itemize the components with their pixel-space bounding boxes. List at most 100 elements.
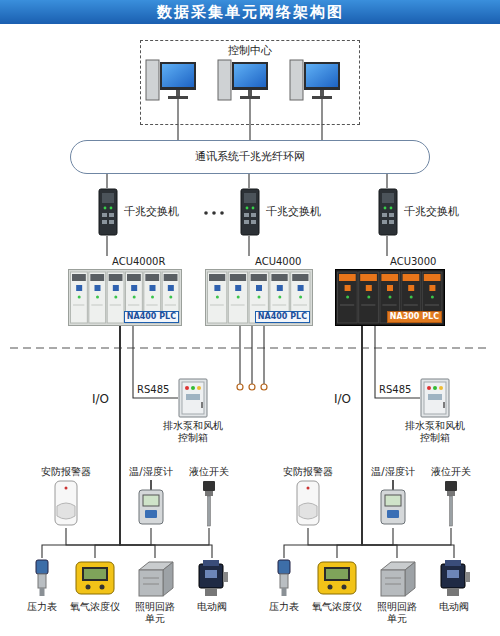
connector-line <box>95 326 120 558</box>
rect-shape <box>102 213 107 217</box>
terminal-wires <box>237 326 267 390</box>
rect-shape <box>345 285 351 291</box>
rect-shape <box>338 272 358 323</box>
sensor-node: 温/湿度计 <box>367 466 419 528</box>
circle-shape <box>328 585 333 590</box>
rect-shape <box>99 189 117 235</box>
bus-label: I/O <box>334 392 351 406</box>
control-cabinet-node: 排水泵和风机 控制箱 <box>420 378 450 418</box>
circle-shape <box>96 296 99 299</box>
oxygen-meter-icon <box>73 558 117 598</box>
line-shape <box>110 305 121 306</box>
band-label: 通讯系统千兆光纤环网 <box>71 150 429 164</box>
line-shape <box>385 584 401 585</box>
path-shape <box>299 503 317 519</box>
plc-model-label: ACU4000R <box>112 256 165 268</box>
rect-shape <box>381 490 405 524</box>
fiber-ring-band: 通讯系统千兆光纤环网 <box>70 140 430 174</box>
rect-shape <box>403 274 420 281</box>
connector-line <box>284 326 362 558</box>
rect-shape <box>251 220 256 224</box>
sensor-label: 安防报警器 <box>280 466 336 478</box>
circle-shape <box>384 207 387 210</box>
connector-line <box>248 236 249 256</box>
alarm-detector-icon <box>51 480 81 528</box>
line-shape <box>263 326 264 384</box>
rect-shape <box>102 220 107 224</box>
rect-shape <box>379 189 397 235</box>
rect-shape <box>324 567 350 581</box>
line-shape <box>251 326 252 384</box>
level-switch-icon <box>436 480 466 528</box>
rect-shape <box>271 274 287 281</box>
line-shape <box>201 402 203 408</box>
switch-icon <box>378 188 398 236</box>
line-shape <box>425 305 439 306</box>
switch-label: 千兆交换机 <box>404 205 478 219</box>
circle-shape <box>367 296 370 299</box>
circle-shape <box>104 207 107 210</box>
rect-shape <box>150 285 156 291</box>
switch-node: 千兆交换机 <box>378 188 478 236</box>
line-shape <box>177 99 178 125</box>
device-label: 压力表 <box>22 601 62 613</box>
rect-shape <box>389 213 394 217</box>
device-label: 照明回路 单元 <box>132 601 178 625</box>
line-shape <box>340 305 354 306</box>
rect-shape <box>208 496 211 526</box>
rect-shape <box>214 285 220 291</box>
line-shape <box>143 584 159 585</box>
line-shape <box>443 402 445 408</box>
sensor-label: 安防报警器 <box>38 466 94 478</box>
rect-shape <box>278 560 290 574</box>
circle-shape <box>114 296 117 299</box>
alarm-detector-icon <box>293 480 323 528</box>
control-cabinet-icon <box>420 378 450 418</box>
rect-shape <box>95 285 101 291</box>
rect-shape <box>312 96 332 99</box>
circle-shape <box>110 207 113 210</box>
rect-shape <box>228 272 247 323</box>
rect-shape <box>326 569 348 579</box>
computer-icon <box>290 60 340 125</box>
rect-shape <box>277 285 283 291</box>
circle-shape <box>237 296 240 299</box>
field-device-node: 照明回路 单元 <box>132 558 178 630</box>
rect-shape <box>186 394 200 400</box>
rect-shape <box>251 274 267 281</box>
switch-node: 千兆交换机 <box>98 188 198 236</box>
circle-shape <box>237 384 243 390</box>
sensor-node: 安防报警器 <box>38 466 94 528</box>
pressure-gauge-icon <box>26 558 58 598</box>
rect-shape <box>55 481 77 525</box>
title-banner: 数据采集单元网络架构图 <box>0 0 500 24</box>
circle-shape <box>212 211 216 215</box>
rect-shape <box>447 570 459 578</box>
rect-shape <box>203 560 219 566</box>
rect-shape <box>223 572 228 582</box>
rect-shape <box>162 64 194 87</box>
circle-shape <box>252 207 255 210</box>
sensor-label: 温/湿度计 <box>125 466 177 478</box>
rect-shape <box>209 274 225 281</box>
control-cabinet-node: 排水泵和风机 控制箱 <box>178 378 208 418</box>
rect-shape <box>208 272 227 323</box>
rect-shape <box>366 285 372 291</box>
thermo-hygrometer-icon <box>136 480 166 528</box>
plc-badge: NA300 PLC <box>387 311 442 323</box>
plc-model-label: ACU3000 <box>390 256 436 268</box>
circle-shape <box>299 296 302 299</box>
circle-shape <box>410 296 413 299</box>
rect-shape <box>280 574 288 588</box>
line-shape <box>143 578 159 579</box>
rect-shape <box>168 96 188 99</box>
field-device-node: 压力表 <box>264 558 304 630</box>
rect-shape <box>382 213 387 217</box>
circle-shape <box>191 386 195 390</box>
plc-model-label: ACU4000 <box>255 256 301 268</box>
plc-node: ACU4000NA400 PLC <box>205 256 313 326</box>
electric-valve-icon <box>437 558 471 598</box>
rect-shape <box>382 220 387 224</box>
